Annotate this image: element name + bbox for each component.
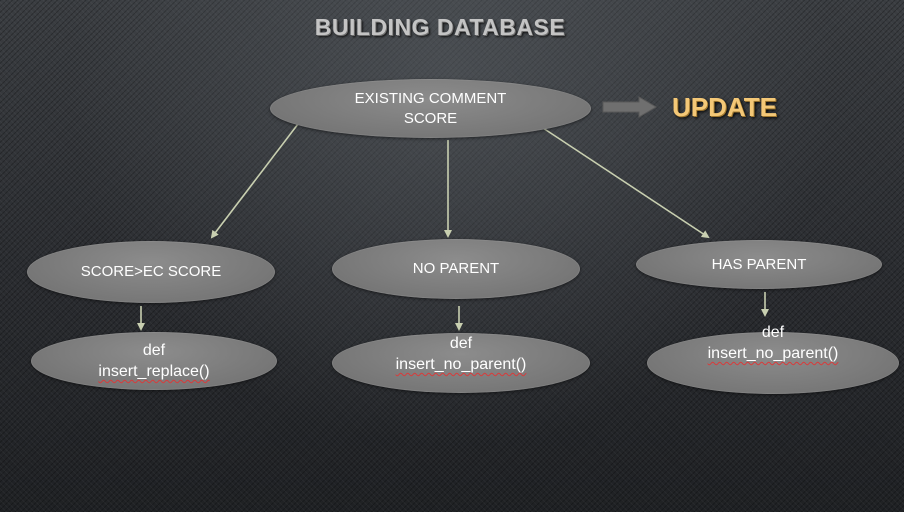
code-keyword: def xyxy=(761,324,785,341)
block-arrow-right-icon xyxy=(602,96,657,118)
code-function-name: insert_no_parent() xyxy=(395,356,527,373)
condition-node-has-parent: HAS PARENT xyxy=(636,240,882,289)
code-function-name: insert_no_parent() xyxy=(707,345,839,362)
condition-label-has-parent: HAS PARENT xyxy=(711,255,807,273)
code-keyword: def xyxy=(142,342,166,359)
condition-label-score: SCORE>EC SCORE xyxy=(80,263,222,280)
connector-root-to-has-parent xyxy=(542,127,710,239)
code-node-insert-no-parent-1 xyxy=(332,333,590,393)
update-label: UPDATE xyxy=(672,92,777,122)
connector-root-to-score xyxy=(210,123,299,239)
code-label-insert-no-parent-2: def insert_no_parent() xyxy=(647,322,899,364)
condition-label-no-parent: NO PARENT xyxy=(412,260,500,277)
code-node-insert-replace xyxy=(31,332,277,390)
root-node-existing-comment-score: EXISTING COMMENT SCORE xyxy=(270,79,591,138)
condition-node-score-gt-ec-score: SCORE>EC SCORE xyxy=(27,241,275,303)
root-node-label: EXISTING COMMENT SCORE xyxy=(354,89,507,127)
condition-node-no-parent: NO PARENT xyxy=(332,239,580,299)
code-node-insert-no-parent-2 xyxy=(647,332,899,394)
code-label-insert-replace: def insert_replace() xyxy=(31,340,277,382)
code-label-insert-no-parent-1: def insert_no_parent() xyxy=(332,333,590,375)
code-keyword: def xyxy=(449,335,473,352)
code-function-name: insert_replace() xyxy=(98,363,210,380)
slide-title: BUILDING DATABASE xyxy=(314,14,566,40)
